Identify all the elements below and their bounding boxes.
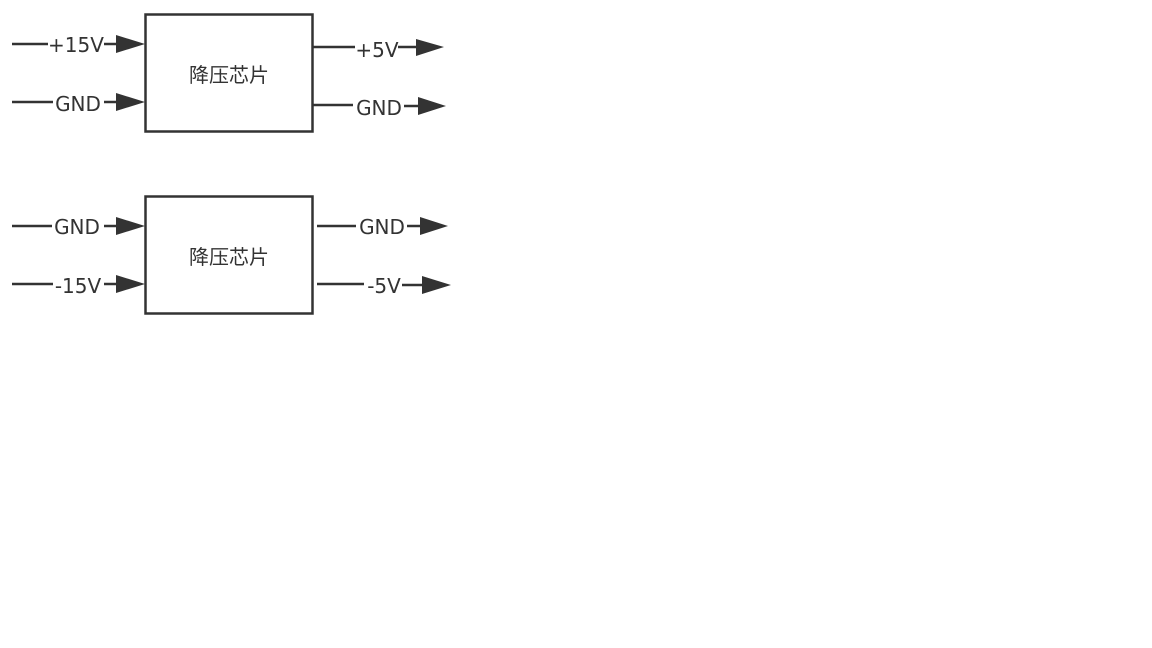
input-wire-2-1: GND xyxy=(12,215,145,239)
arrowhead-icon xyxy=(116,217,145,235)
arrowhead-icon xyxy=(422,276,451,294)
arrowhead-icon xyxy=(116,275,145,293)
input-wire-1-2: GND xyxy=(12,92,145,116)
arrowhead-icon xyxy=(416,39,444,56)
output-wire-1-1: +5V xyxy=(313,38,444,62)
converter-block-2: GND -15V 降压芯片 GND -5V xyxy=(12,195,451,315)
output-label-2-2: -5V xyxy=(367,274,401,298)
arrowhead-icon xyxy=(116,93,145,111)
output-wire-2-1: GND xyxy=(317,215,448,239)
output-label-2-1: GND xyxy=(359,215,405,239)
output-wire-1-2: GND xyxy=(313,96,446,120)
chip-box-2 xyxy=(144,195,314,315)
output-wire-2-2: -5V xyxy=(317,274,451,298)
chip-label-1: 降压芯片 xyxy=(189,63,269,87)
arrowhead-icon xyxy=(420,217,448,235)
input-wire-1-1: +15V xyxy=(12,33,145,57)
chip-label-2: 降压芯片 xyxy=(189,245,269,269)
chip-box-1 xyxy=(144,13,314,133)
input-label-2-1: GND xyxy=(54,215,100,239)
output-label-1-2: GND xyxy=(356,96,402,120)
arrowhead-icon xyxy=(116,35,145,53)
input-label-1-1: +15V xyxy=(48,33,104,57)
input-label-1-2: GND xyxy=(55,92,101,116)
converter-block-1: +15V GND 降压芯片 +5V GND xyxy=(12,13,446,133)
output-label-1-1: +5V xyxy=(355,38,398,62)
input-wire-2-2: -15V xyxy=(12,274,145,298)
input-label-2-2: -15V xyxy=(55,274,102,298)
arrowhead-icon xyxy=(418,97,446,115)
